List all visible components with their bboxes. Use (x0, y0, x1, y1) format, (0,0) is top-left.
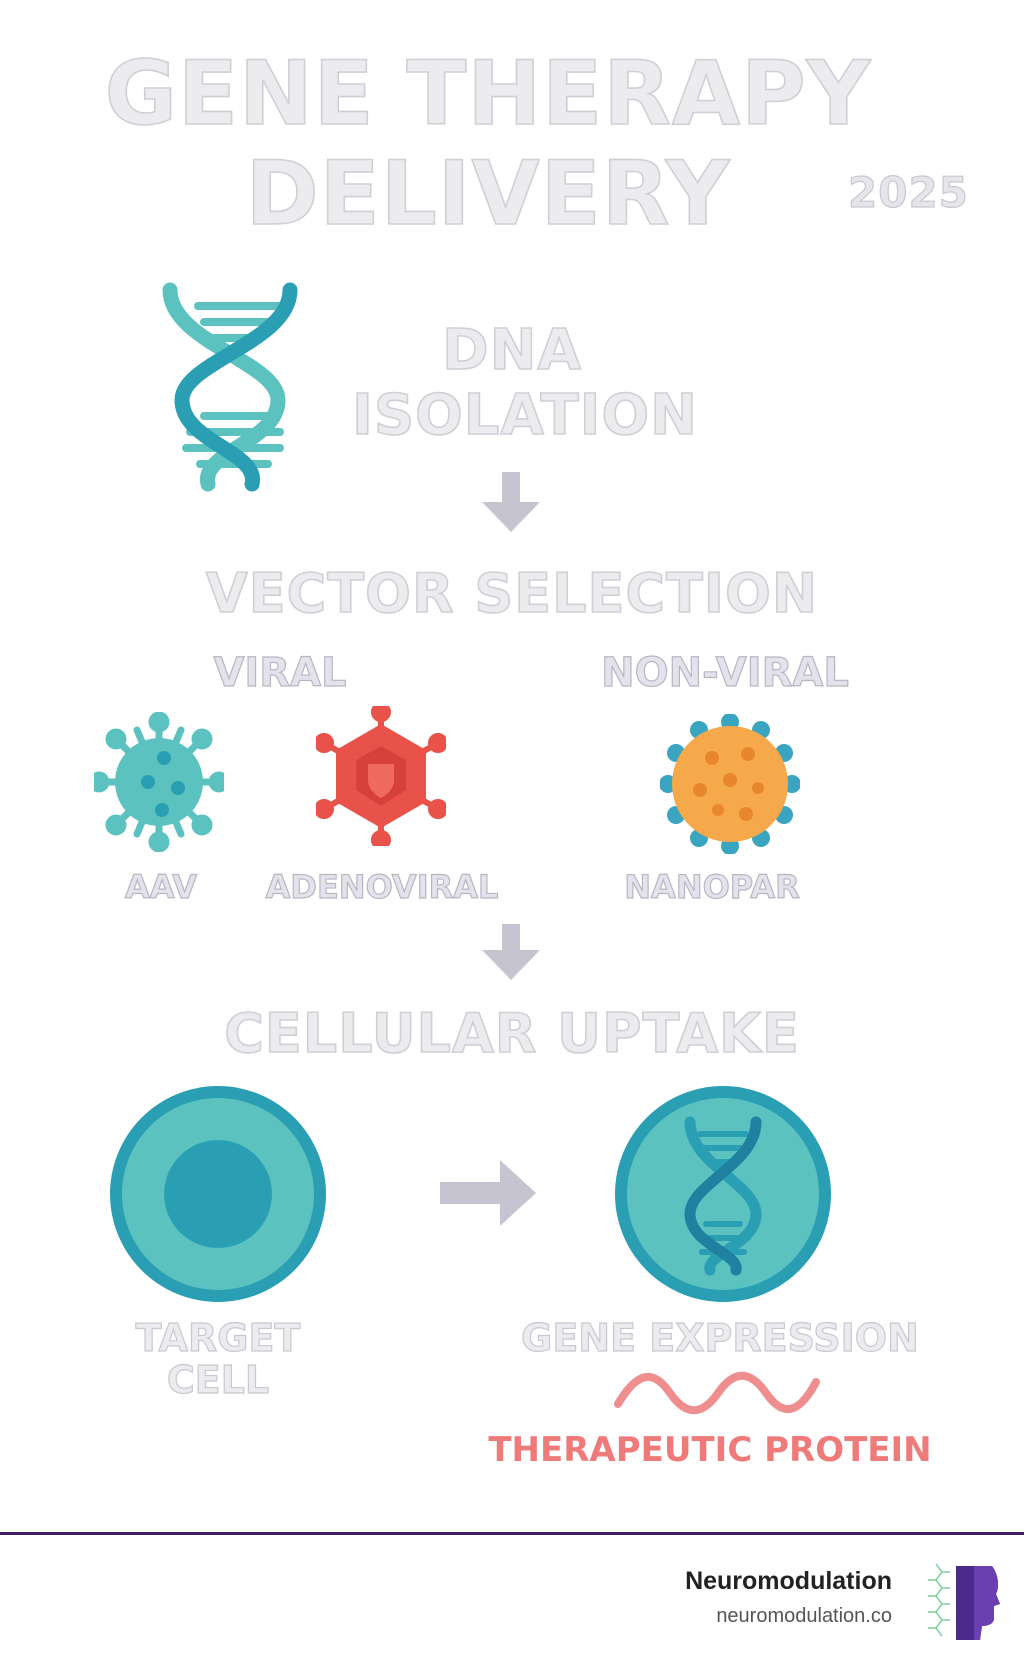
title-line-2: DELIVERY (245, 141, 731, 246)
protein-wave-icon (614, 1371, 820, 1415)
nonviral-label: NON-VIRAL (601, 649, 850, 696)
step-dna-isolation-line-2: ISOLATION (351, 382, 698, 449)
vector-label-aav: AAV (124, 867, 198, 906)
nanoparticle-icon (660, 714, 800, 854)
target-cell-label-line-1: TARGET (135, 1315, 301, 1360)
dna-helix-icon (162, 282, 298, 492)
brand-name: Neuromodulation (685, 1567, 892, 1595)
neuromodulation-logo (928, 1563, 1000, 1640)
brand-url: neuromodulation.co (716, 1605, 892, 1627)
target-cell-icon (110, 1086, 326, 1302)
viral-label: VIRAL (213, 649, 347, 696)
vector-label-nanoparticle: NANOPAR (624, 867, 801, 906)
aav-virus-icon (94, 712, 224, 852)
title-line-1: GENE THERAPY (104, 41, 872, 146)
step-dna-isolation-line-1: DNA (441, 317, 582, 384)
arrow-down-icon (482, 472, 540, 532)
gene-expression-label: GENE EXPRESSION (521, 1315, 920, 1360)
expressing-cell-dna-icon (615, 1086, 831, 1302)
arrow-down-icon (482, 924, 540, 980)
step-cellular-uptake: CELLULAR UPTAKE (223, 1001, 800, 1066)
target-cell-label-line-2: CELL (166, 1357, 270, 1402)
footer-divider (0, 1532, 1024, 1535)
therapeutic-protein-label: THERAPEUTIC PROTEIN (488, 1430, 932, 1470)
vector-label-adenoviral: ADENOVIRAL (265, 867, 499, 906)
arrow-right-icon (440, 1160, 536, 1226)
year-label: 2025 (847, 167, 969, 217)
step-vector-selection: VECTOR SELECTION (205, 561, 819, 626)
adenovirus-icon (316, 706, 446, 846)
